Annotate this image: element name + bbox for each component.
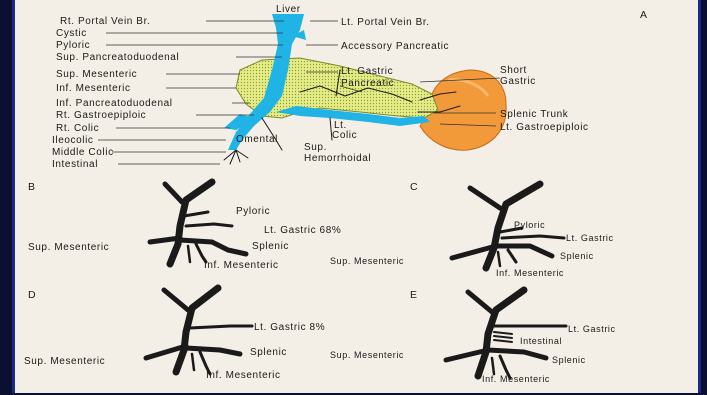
label-short-gastric-2: Gastric xyxy=(500,76,536,87)
label-sup-pancreatoduodenal: Sup. Pancreatoduodenal xyxy=(56,52,179,63)
panel-a-letter: A xyxy=(640,9,648,21)
label-sup-mesenteric: Sup. Mesenteric xyxy=(56,69,137,80)
label-lt-colic-2: Colic xyxy=(332,130,357,141)
panel-a: A Liver Rt. Portal Vein Br. Lt. Portal V… xyxy=(52,4,648,170)
panel-b-vein-tree xyxy=(150,182,246,264)
panel-d-lt-gastric: Lt. Gastric 8% xyxy=(254,322,325,333)
panel-d-sup-mesenteric: Sup. Mesenteric xyxy=(24,356,105,367)
label-splenic-trunk: Splenic Trunk xyxy=(500,109,569,120)
label-sup-hemorrhoidal-2: Hemorrhoidal xyxy=(304,153,371,164)
panel-c-sup-mesenteric: Sup. Mesenteric xyxy=(330,256,404,266)
panel-b-lt-gastric: Lt. Gastric 68% xyxy=(264,225,341,236)
label-middle-colic: Middle Colic xyxy=(52,147,114,158)
panel-c-pyloric: Pyloric xyxy=(514,220,545,230)
label-sup-hemorrhoidal-1: Sup. xyxy=(304,142,327,153)
panel-e-sup-mesenteric: Sup. Mesenteric xyxy=(330,350,404,360)
label-cystic: Cystic xyxy=(56,28,87,39)
panel-e-inf-mesenteric: Inf. Mesenteric xyxy=(482,374,550,384)
panel-b-inf-mesenteric: Inf. Mesenteric xyxy=(204,260,279,271)
label-intestinal: Intestinal xyxy=(52,159,98,170)
label-liver: Liver xyxy=(276,4,301,15)
panel-e-vein-tree xyxy=(446,290,566,378)
panel-b: B Pyloric Lt. Gastric 68% Sup. Mesenteri… xyxy=(28,181,341,271)
label-accessory-pancreatic: Accessory Pancreatic xyxy=(341,41,449,52)
panel-c-inf-mesenteric: Inf. Mesenteric xyxy=(496,268,564,278)
label-omental: Omental xyxy=(236,134,278,145)
label-lt-gastric: Lt. Gastric xyxy=(341,66,393,77)
label-rt-colic: Rt. Colic xyxy=(56,123,99,134)
label-rt-portal: Rt. Portal Vein Br. xyxy=(60,16,150,27)
panel-b-splenic: Splenic xyxy=(252,241,289,252)
panel-e-splenic: Splenic xyxy=(552,355,586,365)
panel-c-vein-tree xyxy=(452,184,564,268)
label-pyloric: Pyloric xyxy=(56,40,90,51)
panel-d-letter: D xyxy=(28,289,36,301)
panel-d-splenic: Splenic xyxy=(250,347,287,358)
label-short-gastric: Short xyxy=(500,65,527,76)
label-ileocolic: Ileocolic xyxy=(52,135,94,146)
panel-e-intestinal: Intestinal xyxy=(520,336,562,346)
panel-b-letter: B xyxy=(28,181,36,193)
panel-d-inf-mesenteric: Inf. Mesenteric xyxy=(206,370,281,381)
panel-e-letter: E xyxy=(410,289,418,301)
panel-c-splenic: Splenic xyxy=(560,251,594,261)
label-lt-portal: Lt. Portal Vein Br. xyxy=(341,17,430,28)
panel-e: E Lt. Gastric Intestinal Sup. Mesenteric… xyxy=(330,289,616,384)
panel-c-letter: C xyxy=(410,181,418,193)
panel-b-pyloric: Pyloric xyxy=(236,206,270,217)
panel-e-lt-gastric: Lt. Gastric xyxy=(568,324,616,334)
panel-d: D Lt. Gastric 8% Sup. Mesenteric Splenic… xyxy=(24,288,325,381)
panel-b-sup-mesenteric: Sup. Mesenteric xyxy=(28,242,109,253)
label-inf-pancreatoduodenal: Inf. Pancreatoduodenal xyxy=(56,98,173,109)
panel-d-vein-tree xyxy=(146,288,252,374)
panel-c-lt-gastric: Lt. Gastric xyxy=(566,233,614,243)
panel-c: C Pyloric Lt. Gastric Splenic Sup. Mesen… xyxy=(330,181,614,278)
label-rt-gastroepiploic: Rt. Gastroepiploic xyxy=(56,110,146,121)
label-pancreatic: Pancreatic xyxy=(341,78,394,89)
label-lt-gastroepiploic: Lt. Gastroepiploic xyxy=(500,122,589,133)
label-inf-mesenteric: Inf. Mesenteric xyxy=(56,83,131,94)
